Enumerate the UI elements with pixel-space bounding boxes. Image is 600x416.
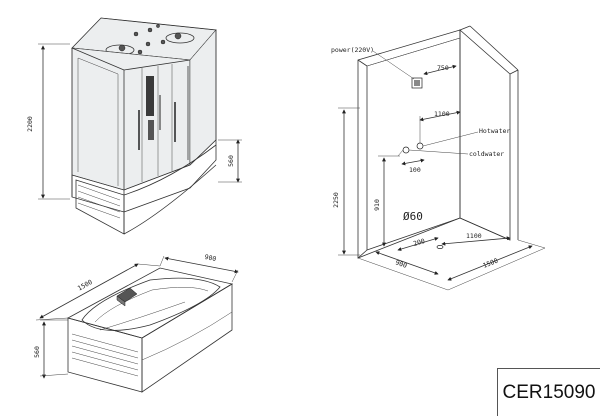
tub-length-label: 1500 — [76, 278, 94, 293]
power-label: power(220V) — [331, 46, 374, 54]
hot-water-label: Hotwater — [479, 127, 510, 135]
shower-cabin-drawing: 2200 560 — [26, 17, 242, 235]
power-offset-label: 750 — [437, 64, 449, 72]
mixer-offset-label: 1100 — [434, 110, 450, 118]
drain-diameter-label: Ø60 — [403, 210, 423, 223]
room-installation-drawing: power(220V) 750 1100 Hotwater coldwater … — [331, 25, 546, 291]
floor-inner-label: 1100 — [466, 232, 482, 240]
cold-water-label: coldwater — [469, 150, 504, 158]
pipe-spacing-label: 100 — [409, 166, 421, 174]
drain-offset-label: 200 — [412, 237, 426, 248]
tray-height-label: 560 — [227, 155, 235, 167]
pipe-height-label: 910 — [373, 199, 381, 211]
cabin-height-label: 2200 — [26, 116, 34, 132]
tub-height-label: 560 — [33, 346, 41, 358]
room-height-label: 2250 — [332, 192, 340, 208]
model-number: CER15090 — [497, 368, 600, 416]
floor-depth-label: 900 — [394, 258, 408, 270]
floor-width-label: 1500 — [482, 257, 500, 270]
bathtub-drawing: 1500 900 560 — [33, 253, 239, 393]
tub-width-label: 900 — [204, 253, 217, 263]
